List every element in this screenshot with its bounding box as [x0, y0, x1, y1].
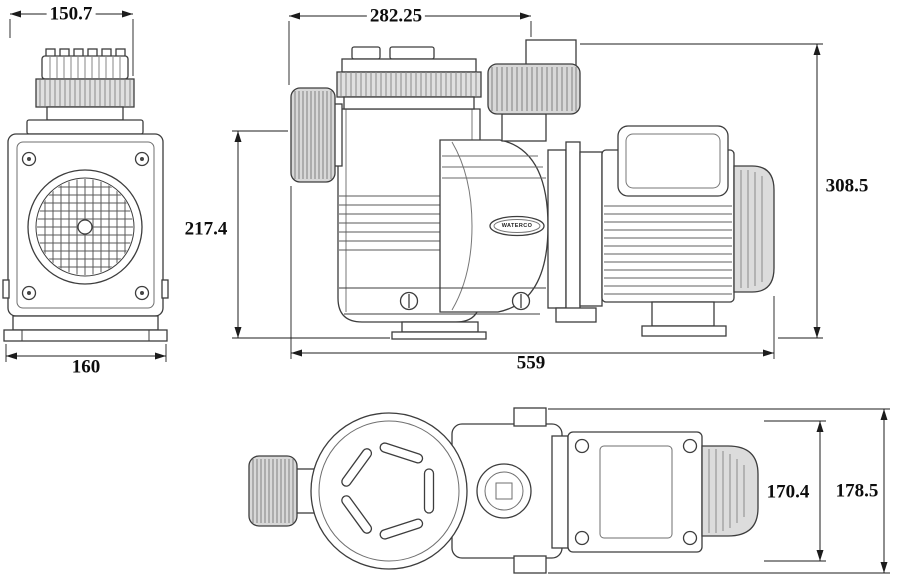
front-cap-lugs — [45, 48, 126, 59]
inlet-union — [290, 87, 343, 183]
pot-lid — [336, 46, 482, 110]
top-motor-bolts — [574, 438, 698, 546]
dim-label-top-body-height: 170.4 — [763, 482, 813, 502]
dim-label-front-top-width: 150.7 — [46, 4, 96, 24]
top-lid — [310, 412, 468, 570]
motor-terminal-cover — [617, 125, 729, 197]
brand-badge — [489, 215, 545, 237]
side-view — [290, 39, 775, 340]
motor-end-cap — [733, 165, 775, 293]
front-view — [2, 48, 169, 342]
side-dimensions — [232, 12, 823, 359]
dim-label-top-overall-height: 178.5 — [832, 481, 882, 501]
lid-grip-slots — [341, 442, 435, 540]
top-view — [248, 407, 759, 574]
dim-label-side-right-height: 308.5 — [822, 176, 872, 196]
top-inlet-union — [248, 455, 298, 527]
front-corner-screws — [21, 151, 150, 301]
front-base-flange — [3, 329, 168, 342]
top-motor — [567, 431, 703, 553]
dim-label-side-left-height: 217.4 — [181, 219, 231, 239]
top-dimensions — [548, 408, 890, 574]
discharge-union — [487, 39, 581, 115]
dim-label-side-top-width: 282.25 — [366, 6, 426, 26]
dim-label-side-overall-length: 559 — [513, 353, 549, 373]
brand-badge-label: WATERCO — [501, 223, 533, 229]
dim-label-front-base-width: 160 — [68, 357, 104, 377]
